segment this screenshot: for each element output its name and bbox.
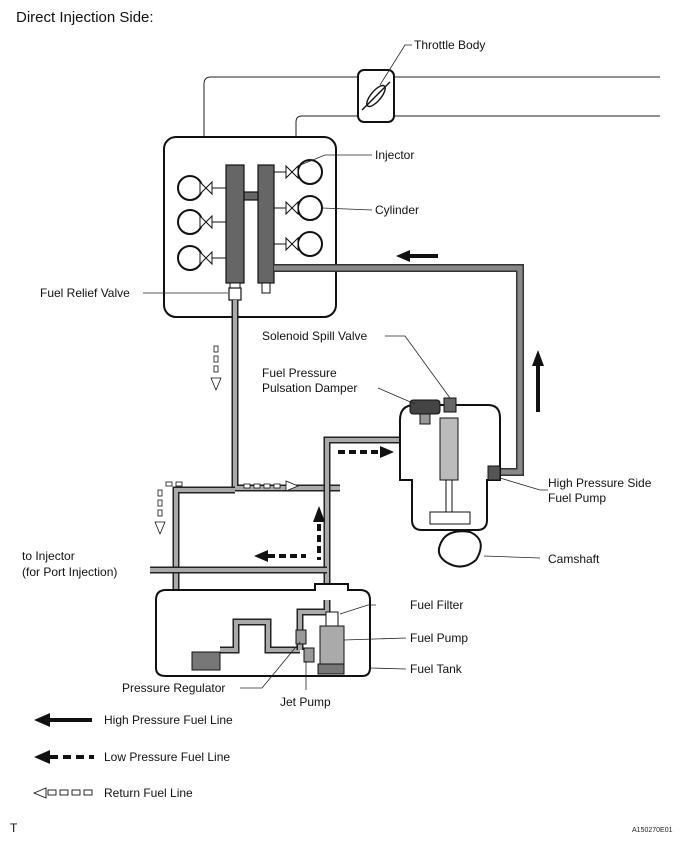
flow-arrow-high-up	[532, 350, 544, 412]
label-fuel-pressure-damper-1: Fuel Pressure	[262, 366, 337, 380]
fuel-pressure-pulsation-damper	[409, 399, 441, 425]
footer-left: T	[10, 821, 18, 835]
label-solenoid-spill-valve: Solenoid Spill Valve	[262, 329, 368, 343]
camshaft	[437, 530, 482, 568]
flow-arrow-return-down	[210, 345, 222, 392]
label-throttle-body: Throttle Body	[414, 38, 485, 52]
legend: High Pressure Fuel Line Low Pressure Fue…	[32, 713, 233, 800]
label-hp-pump-1: High Pressure Side	[548, 476, 652, 490]
fuel-relief-valve	[228, 287, 242, 301]
label-cylinder: Cylinder	[375, 203, 419, 217]
legend-high-pressure: High Pressure Fuel Line	[34, 713, 233, 727]
solenoid-spill-valve	[443, 397, 457, 413]
label-to-injector-1: to Injector	[22, 549, 75, 563]
diagram-title: Direct Injection Side:	[16, 9, 154, 26]
figure-code: A150270E01	[632, 827, 673, 834]
legend-return-label: Return Fuel Line	[104, 786, 193, 800]
fuel-filter	[325, 611, 339, 627]
label-fuel-filter: Fuel Filter	[410, 598, 463, 612]
high-pressure-fuel-pump	[399, 404, 501, 531]
label-to-injector-2: (for Port Injection)	[22, 565, 117, 579]
label-hp-pump-2: Fuel Pump	[548, 491, 606, 505]
label-fuel-relief-valve: Fuel Relief Valve	[40, 286, 130, 300]
label-jet-pump: Jet Pump	[280, 695, 331, 709]
label-fuel-pump: Fuel Pump	[410, 631, 468, 645]
leader-lines	[143, 44, 548, 690]
fuel-rails	[225, 164, 275, 298]
legend-return: Return Fuel Line	[32, 786, 193, 800]
flow-arrow-return-right	[243, 480, 300, 492]
intake-lines	[203, 76, 660, 137]
label-fuel-pressure-damper-2: Pulsation Damper	[262, 381, 357, 395]
high-pressure-line	[274, 264, 524, 476]
label-pressure-regulator: Pressure Regulator	[122, 681, 225, 695]
fuel-pump	[319, 625, 345, 665]
legend-low-pressure: Low Pressure Fuel Line	[34, 750, 230, 764]
flow-arrow-low-up	[313, 506, 325, 560]
flow-arrow-low-right	[338, 446, 394, 458]
injectors	[199, 164, 299, 266]
flow-arrow-high-left	[396, 250, 438, 262]
legend-low-pressure-label: Low Pressure Fuel Line	[104, 750, 230, 764]
flow-arrow-return-down-left	[154, 481, 183, 536]
strainers	[191, 651, 345, 675]
throttle-body	[357, 69, 395, 123]
label-fuel-tank: Fuel Tank	[410, 662, 463, 676]
pressure-regulator	[295, 629, 307, 645]
jet-pump	[303, 647, 315, 663]
label-injector: Injector	[375, 148, 414, 162]
label-camshaft: Camshaft	[548, 552, 600, 566]
cylinders	[177, 159, 323, 271]
flow-arrow-low-left	[254, 550, 306, 562]
legend-high-pressure-label: High Pressure Fuel Line	[104, 713, 233, 727]
